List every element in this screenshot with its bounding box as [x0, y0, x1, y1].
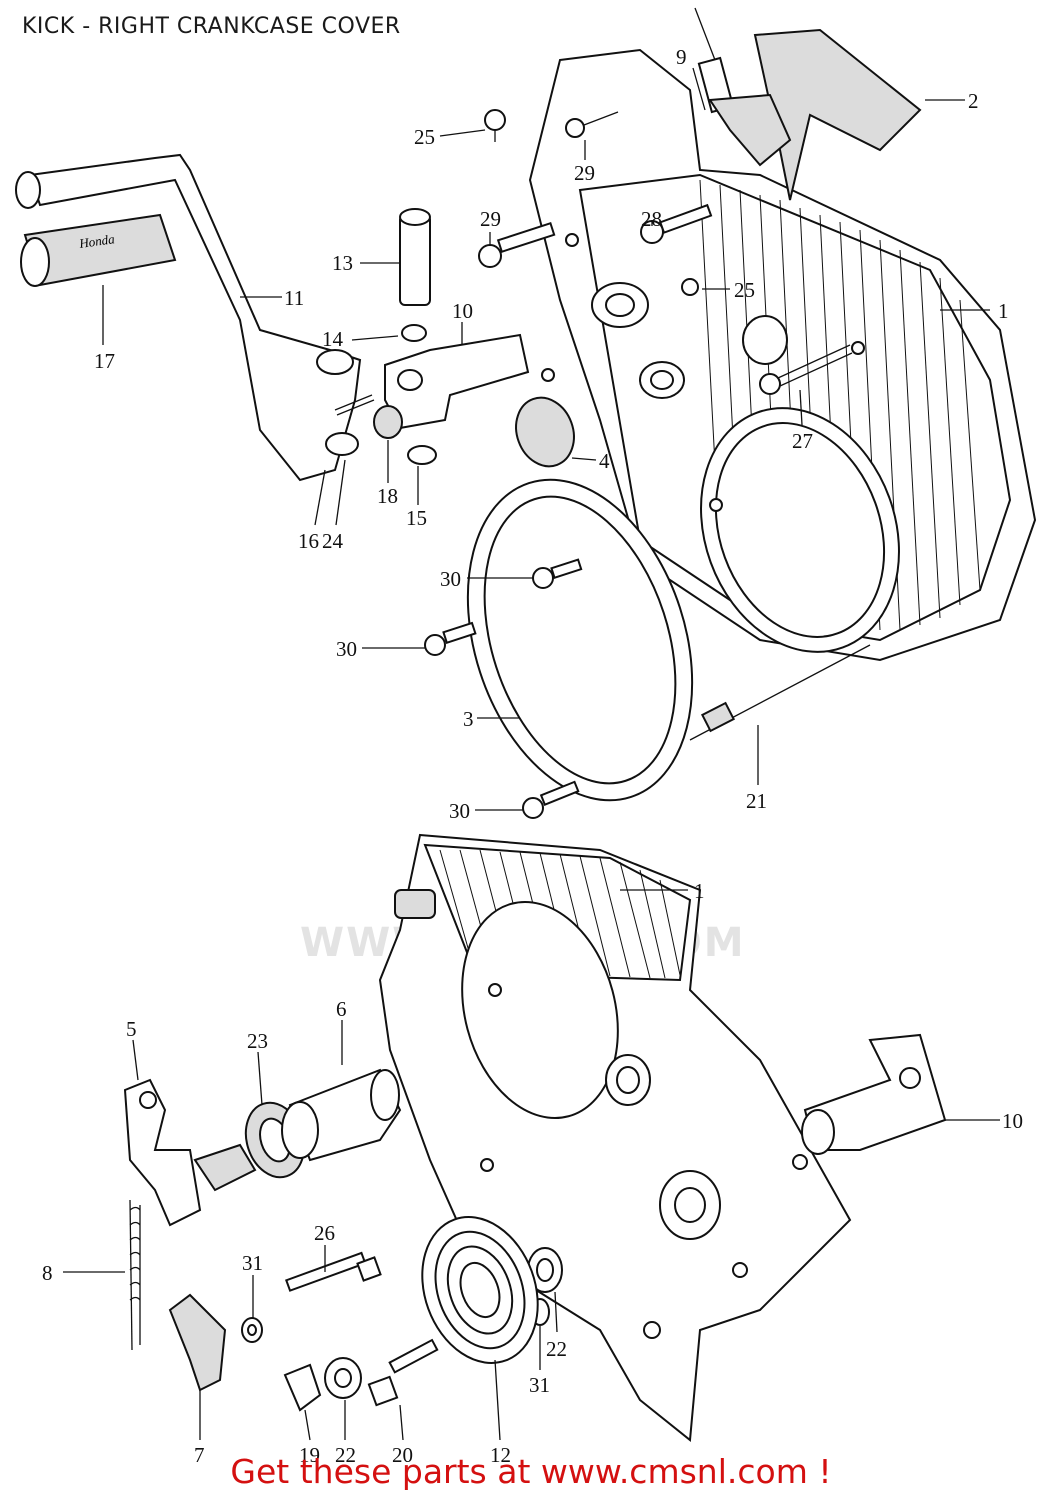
diagram-title: KICK - RIGHT CRANKCASE COVER	[22, 14, 401, 39]
callout-10-lower: 10	[1002, 1109, 1023, 1133]
callout-13: 13	[332, 251, 353, 275]
part-kick-rubber[interactable]: Honda	[20, 213, 177, 287]
callout-22-bottom: 22	[335, 1443, 356, 1467]
callout-29-mid: 29	[480, 207, 501, 231]
callout-5: 5	[126, 1017, 137, 1041]
callout-15: 15	[406, 506, 427, 530]
callout-7: 7	[194, 1443, 205, 1467]
part-cover-3[interactable]	[429, 451, 731, 830]
part-kick-shaft-lower[interactable]	[801, 1033, 947, 1155]
callout-28: 28	[641, 207, 662, 231]
callout-6: 6	[336, 997, 347, 1021]
callout-31-right: 31	[529, 1373, 550, 1397]
part-lever-5[interactable]	[123, 1078, 202, 1227]
callout-30-b: 30	[336, 637, 357, 661]
screw-30-c[interactable]	[522, 780, 580, 819]
leader-lines	[63, 67, 1000, 1441]
screw-25-top[interactable]	[484, 109, 506, 142]
part-kick-pin[interactable]	[399, 208, 431, 306]
part-cable-21[interactable]	[689, 644, 871, 741]
part-cover-plate[interactable]	[753, 28, 922, 201]
callout-14: 14	[322, 327, 344, 351]
part-pawl-7[interactable]	[168, 1293, 227, 1392]
part-kick-shaft-upper[interactable]	[384, 333, 530, 430]
callout-2: 2	[968, 89, 979, 113]
screw-28[interactable]	[640, 203, 713, 244]
callout-3: 3	[463, 707, 474, 731]
part-bolt-20[interactable]	[367, 1338, 439, 1407]
callout-25-top: 25	[414, 125, 435, 149]
callout-1-upper: 1	[998, 299, 1009, 323]
callout-16: 16	[298, 529, 319, 553]
part-ratchet-spring-12[interactable]	[403, 1201, 558, 1380]
callout-20: 20	[392, 1443, 413, 1467]
callout-23: 23	[247, 1029, 268, 1053]
callout-9: 9	[676, 45, 687, 69]
callout-17: 17	[94, 349, 115, 373]
part-kick-arm[interactable]	[15, 153, 362, 482]
callout-8: 8	[42, 1261, 53, 1285]
screw-25-mid[interactable]	[681, 278, 699, 296]
screw-27[interactable]	[759, 344, 853, 395]
callout-18: 18	[377, 484, 398, 508]
callout-29-top: 29	[574, 161, 595, 185]
callout-30-c: 30	[449, 799, 470, 823]
part-cable-adjuster[interactable]	[694, 7, 792, 167]
callout-19: 19	[299, 1443, 320, 1467]
part-circlip-15[interactable]	[407, 445, 437, 465]
callout-11: 11	[284, 286, 304, 310]
callout-12: 12	[490, 1443, 511, 1467]
callout-25-mid: 25	[734, 278, 755, 302]
part-shaft-5b[interactable]	[193, 1143, 257, 1192]
callout-1-lower: 1	[694, 879, 705, 903]
screw-30-b[interactable]	[424, 621, 477, 656]
part-clip-19[interactable]	[283, 1363, 322, 1412]
callout-30-a: 30	[440, 567, 461, 591]
callout-22-right: 22	[546, 1337, 567, 1361]
part-spring-16[interactable]	[334, 394, 375, 416]
part-ball-18[interactable]	[373, 405, 403, 439]
callout-10-upper: 10	[452, 299, 473, 323]
callout-27: 27	[792, 429, 813, 453]
part-washer-22-bottom[interactable]	[324, 1357, 362, 1399]
callout-24: 24	[322, 529, 344, 553]
crankcase-cover-inner[interactable]	[378, 833, 852, 1442]
pedal-brand-text: Honda	[77, 231, 116, 251]
part-gear-6[interactable]	[281, 1068, 402, 1162]
callout-labels: 1 1 2 3 4 5 6 7 8 9 10 10 11 12 13 14 15…	[42, 45, 1023, 1467]
part-washer-14[interactable]	[401, 324, 427, 342]
screw-29-top[interactable]	[565, 111, 619, 138]
footer-link-text[interactable]: Get these parts at www.cmsnl.com !	[230, 1452, 832, 1491]
part-washer-31-left[interactable]	[241, 1317, 263, 1343]
callout-4: 4	[599, 449, 610, 473]
screw-29-mid[interactable]	[478, 222, 556, 268]
callout-21: 21	[746, 789, 767, 813]
callout-26: 26	[314, 1221, 335, 1245]
part-felt-seal[interactable]	[507, 390, 584, 475]
part-bolt-26[interactable]	[285, 1251, 382, 1292]
callout-31-left: 31	[242, 1251, 263, 1275]
part-spring-8[interactable]	[129, 1199, 141, 1351]
